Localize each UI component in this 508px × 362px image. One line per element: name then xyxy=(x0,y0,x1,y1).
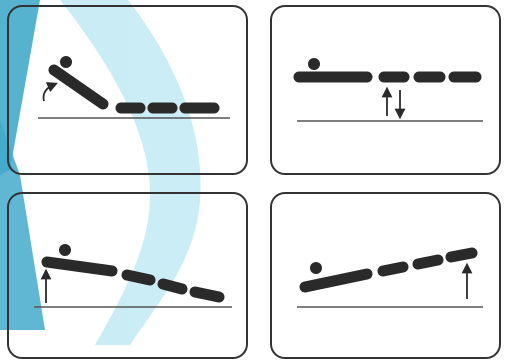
patient-head xyxy=(310,262,322,274)
panel-head-up xyxy=(7,5,248,175)
bed-segment xyxy=(189,286,225,303)
curved-up-arrow-icon xyxy=(42,82,58,102)
patient-head xyxy=(60,56,72,68)
brand-swoosh-watermark-icon xyxy=(0,0,201,345)
up-down-arrows-icon xyxy=(381,86,406,120)
panel-height-adjust xyxy=(270,5,501,175)
bed-segment xyxy=(121,269,156,286)
panel-reverse-trendelenburg xyxy=(270,192,501,359)
panel-frame xyxy=(270,5,501,175)
panel-frame xyxy=(270,192,501,359)
panel-frame xyxy=(7,5,248,175)
bed-head-section-raised-icon xyxy=(48,56,220,114)
bed-foot-raised-tilt-icon xyxy=(299,247,478,293)
bed-head-raised-tilt-icon xyxy=(41,244,225,303)
bed-segment xyxy=(41,256,118,277)
bed-segment xyxy=(445,247,478,263)
bed-segment xyxy=(412,254,444,270)
bed-flat-height-icon xyxy=(293,58,482,83)
bed-segment xyxy=(377,261,409,277)
panel-trendelenburg xyxy=(7,192,248,359)
patient-head xyxy=(308,58,320,70)
panel-frame xyxy=(7,192,248,359)
raised-backrest-segment xyxy=(48,64,109,110)
patient-head xyxy=(59,244,71,256)
bed-segment xyxy=(299,268,373,293)
bed-segment xyxy=(157,278,188,295)
